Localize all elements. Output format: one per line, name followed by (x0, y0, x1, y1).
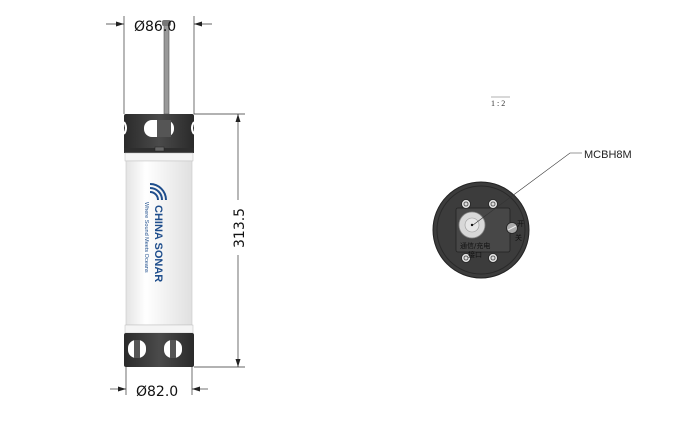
bottom-collar (124, 324, 194, 334)
top-diameter-label: Ø86.0 (134, 19, 176, 35)
port-label-line2: 接口 (468, 250, 482, 259)
switch-on-label: 开 (517, 220, 524, 228)
bottom-diameter-label: Ø82.0 (136, 384, 178, 400)
brand-logo: CHINA SONAR Where Sound Meets Oceans (143, 183, 167, 282)
switch-off-label: 关 (515, 233, 522, 242)
scale-label: 1 : 2 (491, 99, 505, 108)
port-label-line1: 通信/充电 (460, 241, 490, 250)
bolt-icon (461, 199, 498, 263)
antenna-rod (163, 21, 170, 115)
housing-body (125, 160, 193, 326)
brand-tagline: Where Sound Meets Oceans (143, 202, 149, 273)
length-label: 313.5 (232, 208, 248, 248)
end-view: 开 关 通信/充电 接口 (432, 181, 530, 279)
brand-name: CHINA SONAR (152, 205, 164, 282)
callout-leader-line (472, 152, 582, 226)
side-view: CHINA SONAR Where Sound Meets Oceans (123, 20, 195, 367)
antenna-tip (162, 20, 171, 26)
top-collar (124, 152, 194, 162)
connector-callout-label: MCBH8M (584, 149, 632, 161)
